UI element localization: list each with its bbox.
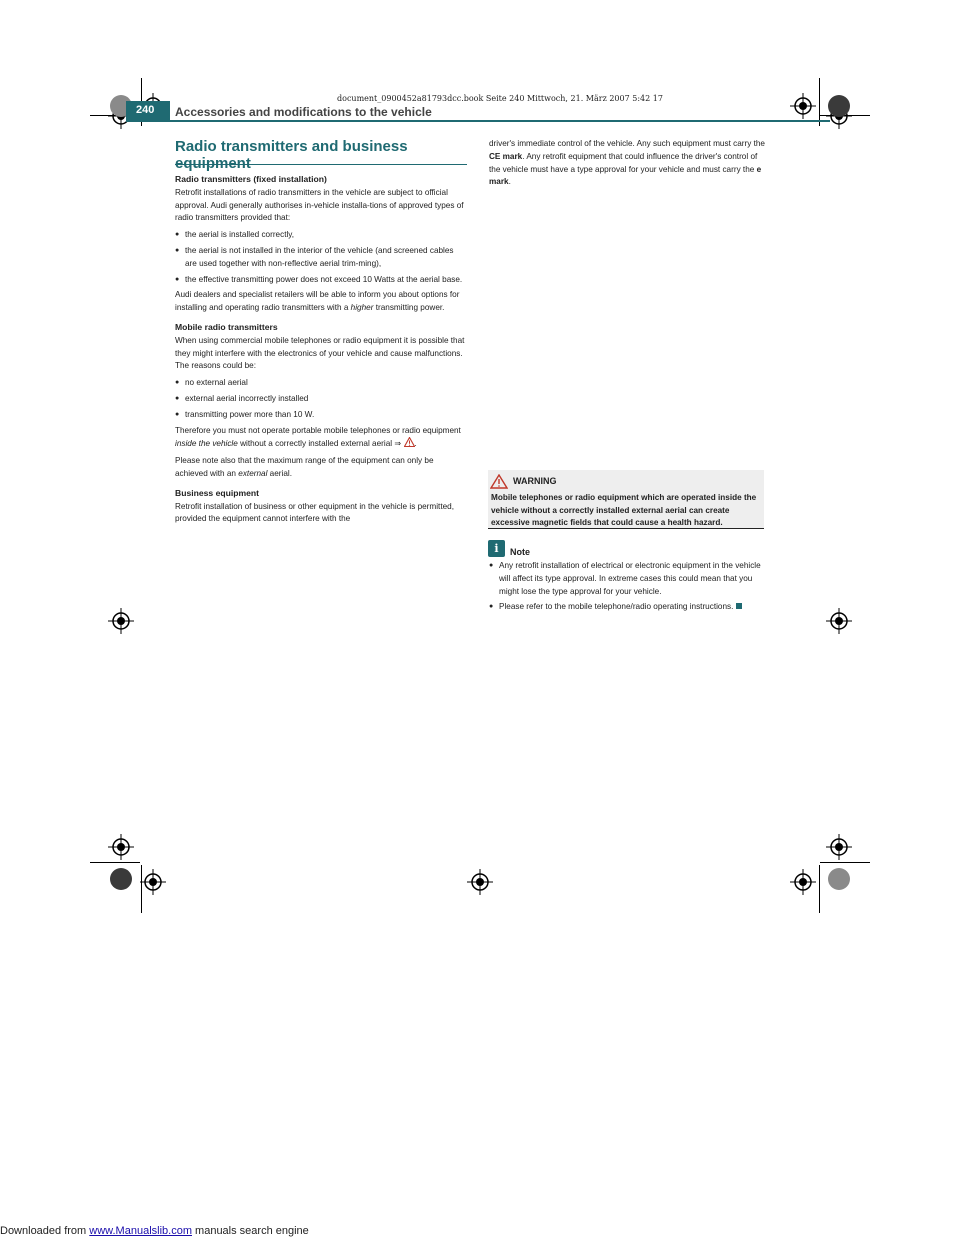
page-number: 240 <box>136 104 155 116</box>
list-item: no external aerial <box>175 377 467 390</box>
warning-text: Mobile telephones or radio equipment whi… <box>491 493 757 527</box>
paragraph: Retrofit installation of business or oth… <box>175 501 454 524</box>
paragraph: Audi dealers and specialist retailers wi… <box>175 290 460 313</box>
heading-business-equipment: Business equipment <box>175 487 260 498</box>
registration-mark-icon <box>108 608 134 634</box>
list-item: the aerial is not installed in the inter… <box>175 245 467 271</box>
solid-target-icon <box>828 95 850 117</box>
warning-title: WARNING <box>513 476 557 486</box>
paragraph: driver's immediate control of the vehicl… <box>489 139 765 187</box>
list-item: the aerial is installed correctly, <box>175 229 467 242</box>
left-column: Radio transmitters (fixed installation) … <box>175 173 467 530</box>
list-item: Any retrofit installation of electrical … <box>489 560 765 598</box>
star-target-icon <box>828 868 850 890</box>
end-of-section-icon <box>735 603 742 610</box>
paragraph: Please note also that the maximum range … <box>175 456 434 478</box>
title-rule <box>175 164 467 165</box>
paragraph: Therefore you must not operate portable … <box>175 425 461 449</box>
manualslib-link[interactable]: www.Manualslib.com <box>89 1225 192 1237</box>
registration-mark-icon <box>140 869 166 895</box>
heading-mobile-radio: Mobile radio transmitters <box>175 321 278 332</box>
registration-mark-icon <box>108 834 134 860</box>
registration-mark-icon <box>826 834 852 860</box>
paragraph: Retrofit installations of radio transmit… <box>175 187 464 223</box>
registration-mark-icon <box>790 869 816 895</box>
page-number-tab <box>126 101 170 122</box>
heading-fixed-installation: Radio transmitters (fixed installation) <box>175 174 327 184</box>
running-title: Accessories and modifications to the veh… <box>175 105 432 119</box>
list-item: Please refer to the mobile telephone/rad… <box>489 601 765 614</box>
file-stamp: document_0900452a81793dcc.book Seite 240… <box>337 94 663 103</box>
paragraph: When using commercial mobile telephones … <box>175 335 465 371</box>
header-rule <box>170 120 830 122</box>
registration-mark-icon <box>826 608 852 634</box>
solid-target-icon <box>110 868 132 890</box>
note-label: Note <box>510 547 530 557</box>
list-item: the effective transmitting power does no… <box>175 274 467 287</box>
registration-mark-icon <box>467 869 493 895</box>
list-item: external aerial incorrectly installed <box>175 393 467 406</box>
warning-box <box>488 470 764 529</box>
info-note-icon: i <box>488 540 505 557</box>
warning-triangle-icon[interactable] <box>403 436 415 448</box>
right-column-intro: driver's immediate control of the vehicl… <box>489 138 765 193</box>
section-title: Radio transmitters and business equipmen… <box>175 138 408 172</box>
registration-mark-icon <box>790 93 816 119</box>
list-item: transmitting power more than 10 W. <box>175 409 467 422</box>
note-list: Any retrofit installation of electrical … <box>489 560 765 617</box>
warning-triangle-icon <box>490 474 508 489</box>
footer: Downloaded from www.Manualslib.com manua… <box>0 1225 309 1237</box>
